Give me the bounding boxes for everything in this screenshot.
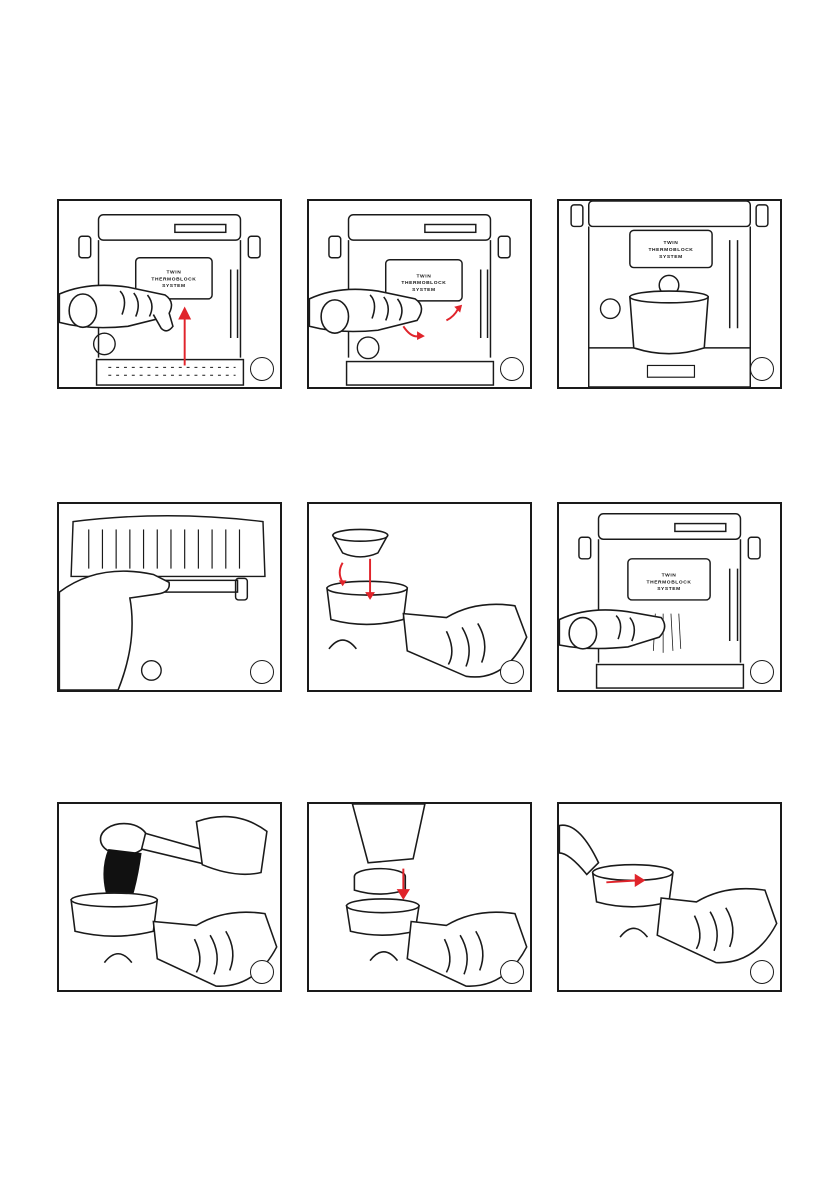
machine-insert-filter-drawing: TWIN THERMOBLOCK SYSTEM	[59, 201, 280, 387]
machine-label-line2: THERMOBLOCK	[647, 579, 692, 585]
hand-holding-handle	[657, 889, 776, 963]
step-number-circle-6	[750, 660, 774, 684]
insert-filter-basket-drawing	[309, 504, 530, 690]
step-number-circle-4	[250, 660, 274, 684]
step-number-circle-1	[250, 357, 274, 381]
machine-rinse-drawing: TWIN THERMOBLOCK SYSTEM	[559, 504, 780, 690]
illustration-panel-5	[307, 502, 532, 692]
tamper	[354, 876, 405, 894]
step-number-circle-2	[500, 357, 524, 381]
step-number-circle-3	[750, 357, 774, 381]
finger-wiping-rim	[559, 825, 598, 874]
hand-holding-handle	[59, 285, 173, 330]
illustration-panel-3: TWIN THERMOBLOCK SYSTEM	[557, 199, 782, 389]
step-number-circle-8	[500, 960, 524, 984]
illustration-panel-2: TWIN THERMOBLOCK SYSTEM	[307, 199, 532, 389]
illustration-panel-9	[557, 802, 782, 992]
hand-holding-tamper	[352, 804, 424, 863]
machine-label-line1: TWIN	[662, 572, 677, 578]
illustration-panel-4	[57, 502, 282, 692]
press-button-drawing	[59, 504, 280, 690]
machine-label-line2: THERMOBLOCK	[649, 247, 694, 253]
arrow-up	[180, 309, 190, 366]
glass-cup	[630, 291, 708, 354]
illustration-panel-6: TWIN THERMOBLOCK SYSTEM	[557, 502, 782, 692]
machine-lock-filter-drawing: TWIN THERMOBLOCK SYSTEM	[309, 201, 530, 387]
measuring-scoop	[100, 824, 147, 855]
illustration-panel-7	[57, 802, 282, 992]
machine-label-line3: SYSTEM	[659, 254, 683, 260]
machine-label-line2: THERMOBLOCK	[401, 280, 446, 286]
machine-label-line3: SYSTEM	[657, 586, 681, 592]
machine-label-line2: THERMOBLOCK	[151, 276, 196, 282]
machine-label-line1: TWIN	[416, 273, 431, 279]
machine-label-line3: SYSTEM	[162, 283, 186, 289]
step-number-circle-5	[500, 660, 524, 684]
machine-label-line3: SYSTEM	[412, 287, 436, 293]
scoop-coffee-drawing	[59, 804, 280, 990]
illustration-panel-1: TWIN THERMOBLOCK SYSTEM	[57, 199, 282, 389]
machine-with-cup-drawing: TWIN THERMOBLOCK SYSTEM	[559, 201, 780, 387]
tamp-coffee-drawing	[309, 804, 530, 990]
clean-rim-drawing	[559, 804, 780, 990]
illustration-panel-8	[307, 802, 532, 992]
hand-pressing-button	[59, 571, 169, 690]
machine-label-line1: TWIN	[166, 269, 181, 275]
hand-holding-handle	[559, 610, 664, 649]
step-number-circle-9	[750, 960, 774, 984]
step-number-circle-7	[250, 960, 274, 984]
machine-label-line1: TWIN	[664, 240, 679, 246]
